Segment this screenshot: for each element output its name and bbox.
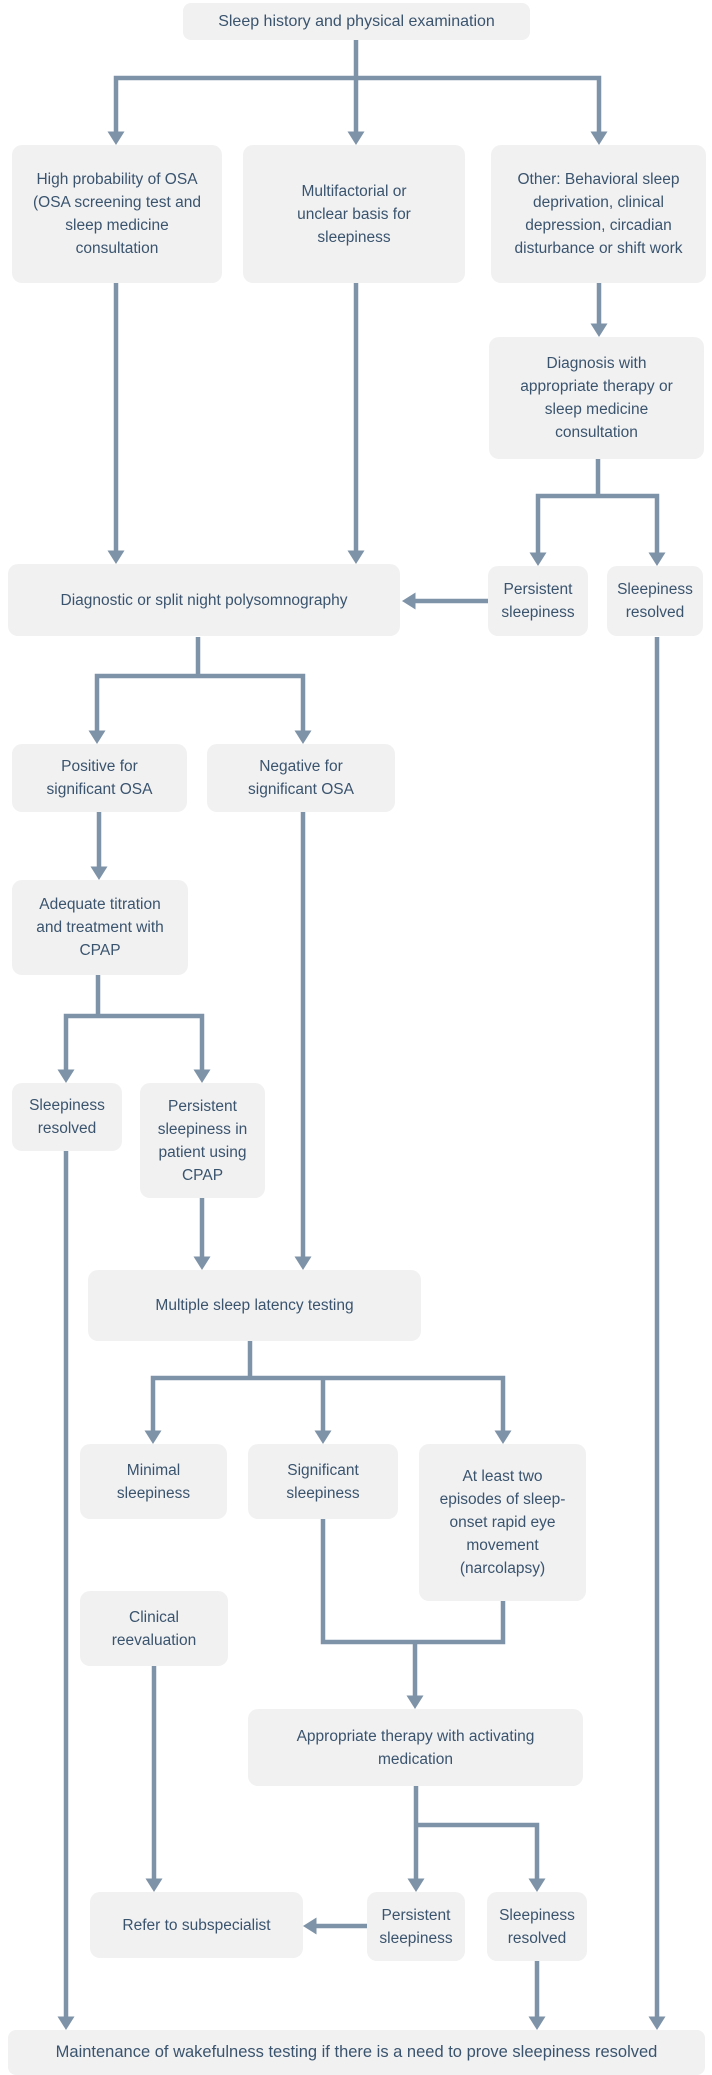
node-minimal-sleepiness: Minimal sleepiness: [80, 1444, 227, 1519]
node-sleep-history: Sleep history and physical examination: [183, 3, 530, 40]
connector-other-to-diagnosis: [590, 283, 608, 337]
node-persistent-sleepiness-cpap-label: Persistent sleepiness in patient using C…: [157, 1097, 248, 1184]
node-diagnosis-with-therapy: Diagnosis with appropriate therapy or sl…: [489, 337, 704, 459]
node-sleepiness-resolved-3-label: Sleepiness resolved: [499, 1906, 575, 1947]
node-sleep-history-label: Sleep history and physical examination: [218, 13, 495, 30]
node-persistent-sleepiness-cpap: Persistent sleepiness in patient using C…: [140, 1083, 265, 1198]
node-high-probability-osa-label: High probability of OSA (OSA screening t…: [32, 171, 201, 257]
node-maintenance-wakefulness: Maintenance of wakefulness testing if th…: [8, 2030, 705, 2075]
connector-mslt-split: [144, 1341, 512, 1444]
node-other-causes-label: Other: Behavioral sleep deprivation, cli…: [514, 171, 683, 257]
node-multifactorial: Multifactorial or unclear basis for slee…: [243, 145, 465, 283]
node-mslt-label: Multiple sleep latency testing: [155, 1297, 354, 1314]
connector-therapy-split: [407, 1786, 546, 1892]
node-clinical-reevaluation-label: Clinical reevaluation: [111, 1608, 197, 1649]
connector-resolved1-to-maintenance: [648, 637, 666, 2030]
connector-diagnosis-split: [529, 459, 666, 566]
node-sleepiness-resolved-2-label: Sleepiness resolved: [29, 1097, 105, 1137]
node-mslt: Multiple sleep latency testing: [88, 1270, 421, 1341]
node-sleepiness-resolved-1: Sleepiness resolved: [607, 566, 703, 636]
node-maintenance-wakefulness-label: Maintenance of wakefulness testing if th…: [55, 2043, 658, 2061]
node-positive-osa: Positive for significant OSA: [12, 744, 187, 812]
connector-negative-to-mslt: [294, 812, 312, 1270]
node-polysomnography-label: Diagnostic or split night polysomnograph…: [60, 591, 348, 609]
connector-resolved2-to-maintenance: [57, 1151, 75, 2030]
node-multifactorial-label: Multifactorial or unclear basis for slee…: [297, 182, 411, 246]
node-negative-osa: Negative for significant OSA: [207, 744, 395, 812]
connector-multifactorial-to-psg: [347, 283, 365, 564]
connector-top-split: [107, 40, 608, 145]
node-persistent-sleepiness-2: Persistent sleepiness: [367, 1892, 465, 1961]
node-significant-sleepiness-label: Significant sleepiness: [286, 1461, 360, 1502]
node-cpap-titration: Adequate titration and treatment with CP…: [12, 880, 188, 975]
node-persistent-sleepiness-2-label: Persistent sleepiness: [379, 1906, 453, 1947]
connector-reevaluation-to-refer: [145, 1666, 163, 1892]
node-persistent-sleepiness-1: Persistent sleepiness: [488, 566, 588, 636]
node-polysomnography: Diagnostic or split night polysomnograph…: [8, 564, 400, 636]
node-minimal-sleepiness-label: Minimal sleepiness: [116, 1461, 191, 1502]
node-high-probability-osa: High probability of OSA (OSA screening t…: [12, 145, 222, 283]
node-clinical-reevaluation: Clinical reevaluation: [80, 1591, 228, 1666]
connector-highprob-to-psg: [107, 283, 125, 564]
node-diagnosis-with-therapy-label: Diagnosis with appropriate therapy or sl…: [520, 355, 673, 441]
node-activating-medication: Appropriate therapy with activating medi…: [248, 1709, 583, 1786]
connector-psg-split: [88, 637, 312, 744]
node-narcolepsy-label: At least two episodes of sleep-onset rap…: [439, 1468, 566, 1577]
node-other-causes: Other: Behavioral sleep deprivation, cli…: [491, 145, 706, 283]
connector-cpap-split: [57, 975, 211, 1083]
connector-persistentcpap-to-mslt: [193, 1198, 211, 1270]
connector-merge-to-therapy: [320, 1519, 506, 1709]
connector-positive-to-cpap: [90, 812, 108, 880]
node-refer-subspecialist: Refer to subspecialist: [90, 1892, 303, 1958]
node-sleepiness-resolved-1-label: Sleepiness resolved: [617, 581, 693, 621]
node-narcolepsy: At least two episodes of sleep-onset rap…: [419, 1444, 586, 1601]
node-refer-subspecialist-label: Refer to subspecialist: [122, 1916, 271, 1934]
connector-persistent1-to-psg: [402, 592, 488, 610]
connector-resolved3-to-maintenance: [528, 1961, 546, 2030]
node-significant-sleepiness: Significant sleepiness: [248, 1444, 398, 1519]
connector-persistent2-to-refer: [303, 1917, 367, 1935]
node-negative-osa-label: Negative for significant OSA: [248, 758, 354, 798]
node-sleepiness-resolved-2: Sleepiness resolved: [12, 1083, 122, 1151]
node-positive-osa-label: Positive for significant OSA: [46, 758, 153, 798]
node-persistent-sleepiness-1-label: Persistent sleepiness: [501, 581, 575, 621]
node-activating-medication-label: Appropriate therapy with activating medi…: [296, 1727, 535, 1768]
node-sleepiness-resolved-3: Sleepiness resolved: [487, 1892, 587, 1961]
node-cpap-titration-label: Adequate titration and treatment with CP…: [36, 896, 164, 959]
